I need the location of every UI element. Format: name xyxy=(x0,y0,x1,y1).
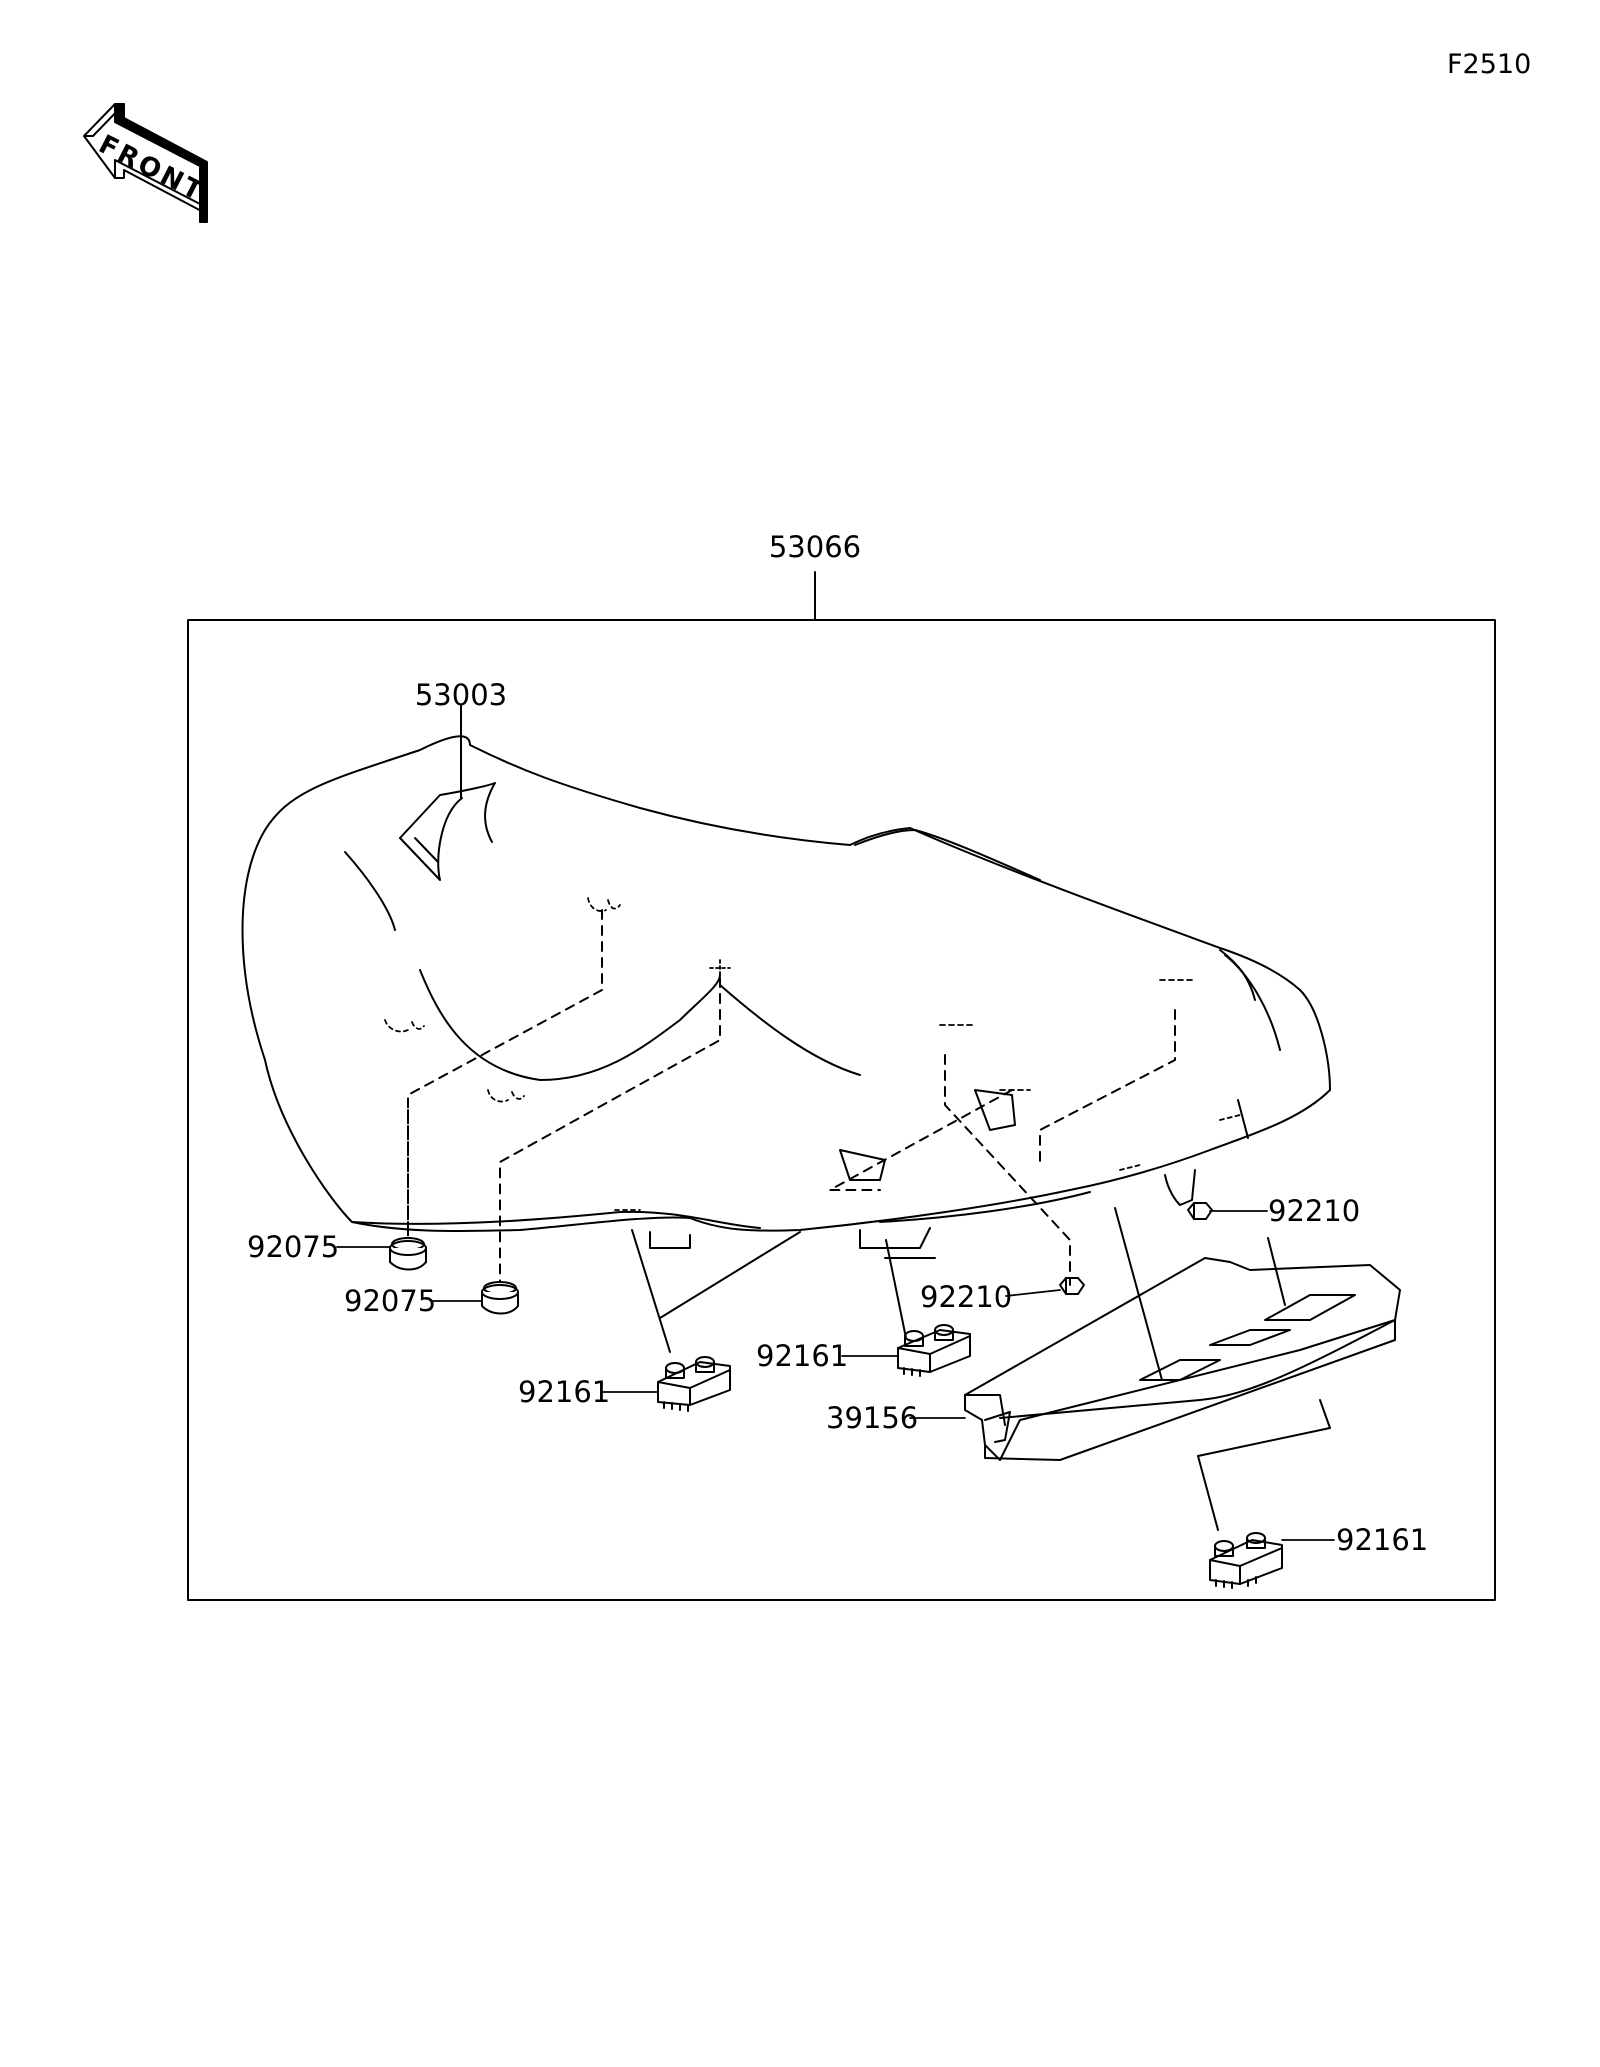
seat-hooks xyxy=(649,1089,1196,1249)
tray-39156 xyxy=(964,1257,1401,1461)
callout-92161-c: 92161 xyxy=(1336,1523,1428,1557)
callout-92210-a: 92210 xyxy=(920,1280,1012,1314)
callout-92075-a: 92075 xyxy=(247,1230,339,1264)
nut-92210-a xyxy=(1059,1277,1085,1295)
clip-92161-a xyxy=(657,1356,731,1412)
seat-body xyxy=(241,735,1331,1233)
clip-92161-c xyxy=(1209,1532,1283,1589)
assembly-frame xyxy=(187,619,1496,1601)
seat-cover-patch xyxy=(399,704,496,881)
callout-92210-b: 92210 xyxy=(1268,1194,1360,1228)
damper-92075-a xyxy=(389,1237,427,1271)
nut-92210-b xyxy=(1187,1202,1213,1220)
clip-92161-b xyxy=(897,1324,971,1377)
callout-92161-b: 92161 xyxy=(756,1339,848,1373)
front-arrow-icon xyxy=(83,103,208,223)
damper-92075-b xyxy=(481,1281,519,1315)
callout-92161-a: 92161 xyxy=(518,1375,610,1409)
callout-53003: 53003 xyxy=(415,678,507,712)
callout-39156: 39156 xyxy=(826,1401,918,1435)
figure-code: F2510 xyxy=(1447,49,1531,80)
callout-53066: 53066 xyxy=(769,530,861,564)
callout-92075-b: 92075 xyxy=(344,1284,436,1318)
